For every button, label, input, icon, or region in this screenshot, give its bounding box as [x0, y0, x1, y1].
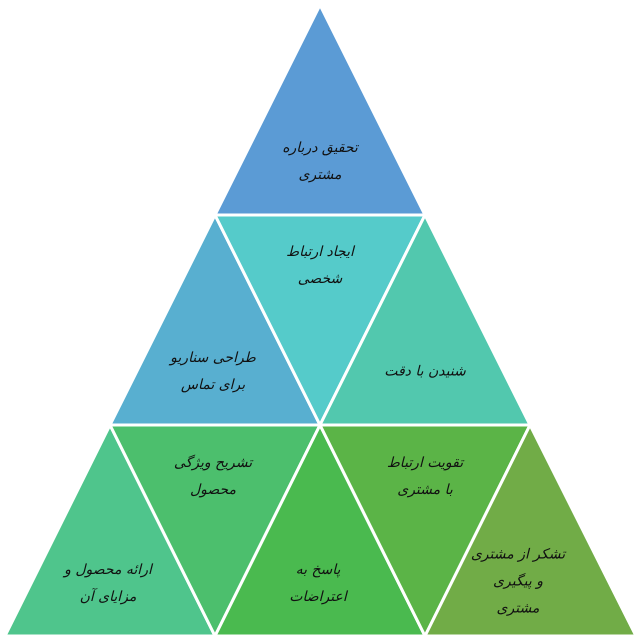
label-line: اعتراضات [289, 589, 347, 605]
segment-1-label: تحقیق درباره مشتری [282, 135, 358, 189]
segment-6-label: تشریح ویژگی محصول [174, 450, 252, 504]
label-line: تحقیق درباره [282, 140, 358, 156]
label-line: محصول [189, 482, 237, 498]
label-line: شنیدن با دقت [384, 363, 466, 380]
label-line: مشتری [298, 167, 342, 183]
label-line: تشکر از مشتری [470, 546, 566, 563]
label-line: با مشتری [397, 482, 453, 498]
label-line: ارائه محصول و [64, 562, 152, 578]
segment-4-label: شنیدن با دقت [384, 359, 466, 386]
label-line: تشریح ویژگی [173, 455, 253, 471]
label-line: ایجاد ارتباط [286, 244, 354, 260]
label-line: و پیگیری [493, 573, 543, 590]
label-line: پاسخ به [295, 562, 341, 578]
segment-2-label: طراحی سناریو برای تماس [170, 345, 256, 399]
segment-8-label: تقویت ارتباط با مشتری [387, 450, 463, 504]
label-line: طراحی سناریو [170, 350, 256, 366]
segment-3-label: ایجاد ارتباط شخصی [286, 239, 354, 293]
label-line: برای تماس [180, 377, 246, 393]
segment-5-label: ارائه محصول و مزایای آن [64, 557, 152, 611]
segment-9-triangle [423, 423, 638, 638]
label-line: مزایای آن [79, 589, 137, 605]
label-line: مشتری [496, 600, 540, 617]
segment-7-label: پاسخ به اعتراضات [289, 557, 346, 611]
label-line: تقویت ارتباط [386, 455, 464, 471]
segment-9-label: تشکر از مشتری و پیگیری مشتری [471, 542, 565, 623]
label-line: شخصی [297, 271, 343, 287]
